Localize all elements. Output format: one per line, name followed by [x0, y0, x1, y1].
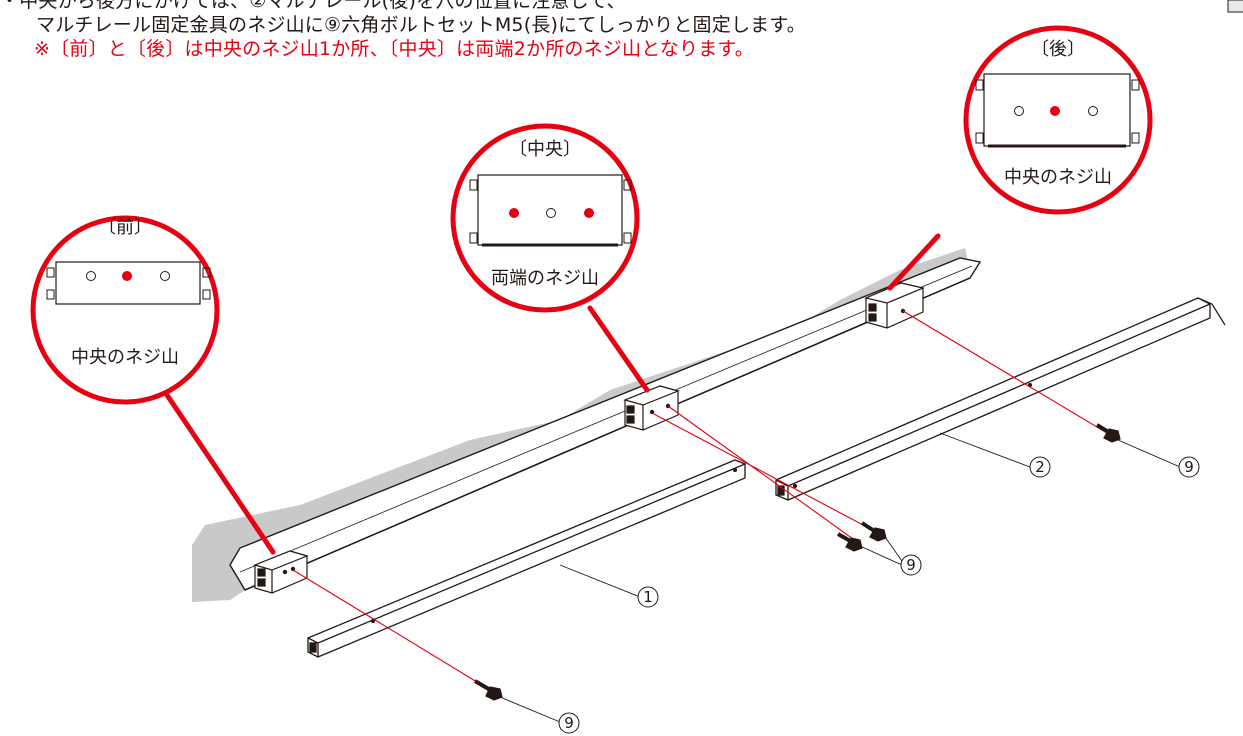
alignment-guides [292, 310, 1113, 694]
part-label-rail1: 1 [637, 586, 659, 608]
part-label-rail2: 2 [1029, 456, 1051, 478]
callout-front-caption: 中央のネジ山 [71, 347, 179, 368]
part-leaders [499, 432, 1181, 723]
part-label-bolt-center: 9 [900, 554, 922, 576]
svg-text:2: 2 [1035, 458, 1045, 476]
part-label-bolt-rear: 9 [1178, 456, 1200, 478]
bolt-center-2 [860, 521, 887, 542]
svg-text:1: 1 [643, 588, 653, 606]
callout-connectors [162, 233, 941, 555]
callout-center: 〔中央〕 両端のネジ山 [450, 123, 640, 313]
bolt-rear [1095, 423, 1121, 443]
bolt-center-1 [837, 532, 863, 552]
callout-front-title: 〔前〕 [98, 217, 152, 238]
svg-text:9: 9 [564, 714, 574, 732]
callout-center-title: 〔中央〕 [509, 139, 581, 160]
callout-rear-title: 〔後〕 [1031, 39, 1085, 60]
callout-rear-caption: 中央のネジ山 [1004, 167, 1112, 188]
svg-text:9: 9 [906, 556, 916, 574]
bracket-center [623, 385, 680, 431]
multi-rail-front [307, 459, 746, 658]
callout-front: 〔前〕 中央のネジ山 [30, 215, 220, 405]
callout-center-caption: 両端のネジ山 [491, 268, 599, 289]
bolt-front [473, 679, 503, 701]
instruction-note: ※〔前〕と〔後〕は中央のネジ山1か所、〔中央〕は両端2か所のネジ山となります。 [34, 38, 754, 60]
callout-rear: 〔後〕 中央のネジ山 [963, 25, 1153, 215]
multi-rail-rear [775, 297, 1211, 501]
instruction-line-2: マルチレール固定金具のネジ山に⑨六角ボルトセットM5(長)にてしっかりと固定しま… [36, 14, 806, 36]
part-label-bolt-front: 9 [558, 712, 580, 734]
base-rail [229, 257, 982, 591]
svg-text:9: 9 [1184, 458, 1194, 476]
instruction-line-1: ・中央から後方にかけては、②マルチレール(後)を穴の位置に注意して、 [0, 0, 626, 12]
bracket-front [253, 550, 309, 594]
corner-marker [1227, 0, 1243, 13]
